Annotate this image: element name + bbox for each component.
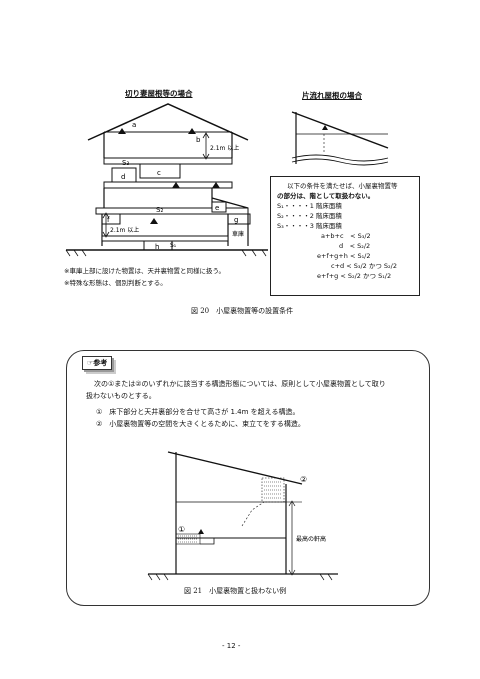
reference-items: ① 床下部分と天井裏部分を合せて高さが 1.4m を超える構造。 ② 小屋裏物置… [96, 406, 305, 430]
label-s1: S₁ [170, 242, 177, 249]
label-a: a [132, 121, 136, 129]
note-2: ※特殊な形態は、個別判断とする。 [64, 279, 167, 287]
reference-item-2: ② 小屋裏物置等の空間を大きくとるために、束立てをする構造。 [96, 420, 305, 428]
label-height-lower: 2.1m 以上 [110, 226, 139, 234]
def-s1: S₁・・・・1 階床面積 [277, 202, 342, 210]
condition-4: c+d < S₃/2 かつ S₂/2 [331, 262, 397, 270]
reference-intro-line2: 扱わないものとする。 [86, 392, 156, 400]
label-height-upper: 2.1m 以上 [210, 144, 239, 152]
label-d: d [121, 173, 125, 181]
shed-roof-diagram [291, 111, 389, 166]
page-number: - 12 - [222, 642, 241, 650]
reference-tag: ☞参考 [82, 356, 113, 370]
def-s2: S₂・・・・2 階床面積 [277, 212, 342, 220]
conditions-intro-2: の部分は、階として取扱わない。 [277, 192, 375, 200]
label-s3: S₃ [122, 159, 129, 167]
label-e: e [215, 204, 219, 212]
eave-height-label: 最高の軒高 [296, 535, 326, 543]
label-b: b [196, 136, 201, 144]
note-1: ※車庫上部に設けた物置は、天井裏物置と同様に扱う。 [64, 267, 226, 275]
conditions-box: 以下の条件を満たせば、小屋裏物置等 の部分は、階として取扱わない。 S₁・・・・… [270, 176, 420, 296]
condition-1: a+b+c < S₃/2 [321, 232, 371, 240]
label-garage: 車庫 [232, 230, 244, 238]
def-s3: S₃・・・・3 階床面積 [277, 222, 342, 230]
figure20-caption: 図 20 小屋裏物置等の設置条件 [191, 307, 294, 315]
figure21-diagram: ② ① 最高の軒高 [147, 451, 338, 581]
reference-box [66, 350, 430, 606]
reference-intro-line1: 次の①または②のいずれかに該当する構造形態については、原則として小屋裏物置として… [94, 380, 386, 388]
condition-3: e+f+g+h < S₁/2 [317, 252, 371, 260]
condition-2: d < S₂/2 [339, 242, 371, 250]
figure21-marker-1: ① [178, 525, 185, 534]
label-g: g [234, 216, 238, 224]
gable-roof-title: 切り妻屋根等の場合 [125, 89, 193, 98]
gable-roof-diagram: a b S₃ c d S₂ e f g h S₁ 2.1m 以上 2.1m 以上… [65, 103, 268, 257]
label-h: h [155, 243, 159, 251]
label-s2: S₂ [156, 206, 163, 214]
shed-roof-title: 片流れ屋根の場合 [302, 91, 362, 100]
reference-intro: 次の①または②のいずれかに該当する構造形態については、原則として小屋裏物置として… [86, 378, 422, 402]
figure21-marker-2: ② [300, 475, 307, 484]
condition-5: e+f+g < S₂/2 かつ S₁/2 [317, 272, 392, 280]
figure21-caption: 図 21 小屋裏物置と扱わない例 [184, 587, 287, 595]
label-f: f [107, 216, 110, 224]
reference-item-1: ① 床下部分と天井裏部分を合せて高さが 1.4m を超える構造。 [96, 408, 300, 416]
conditions-intro-1: 以下の条件を満たせば、小屋裏物置等 [287, 182, 398, 190]
label-c: c [157, 169, 161, 177]
